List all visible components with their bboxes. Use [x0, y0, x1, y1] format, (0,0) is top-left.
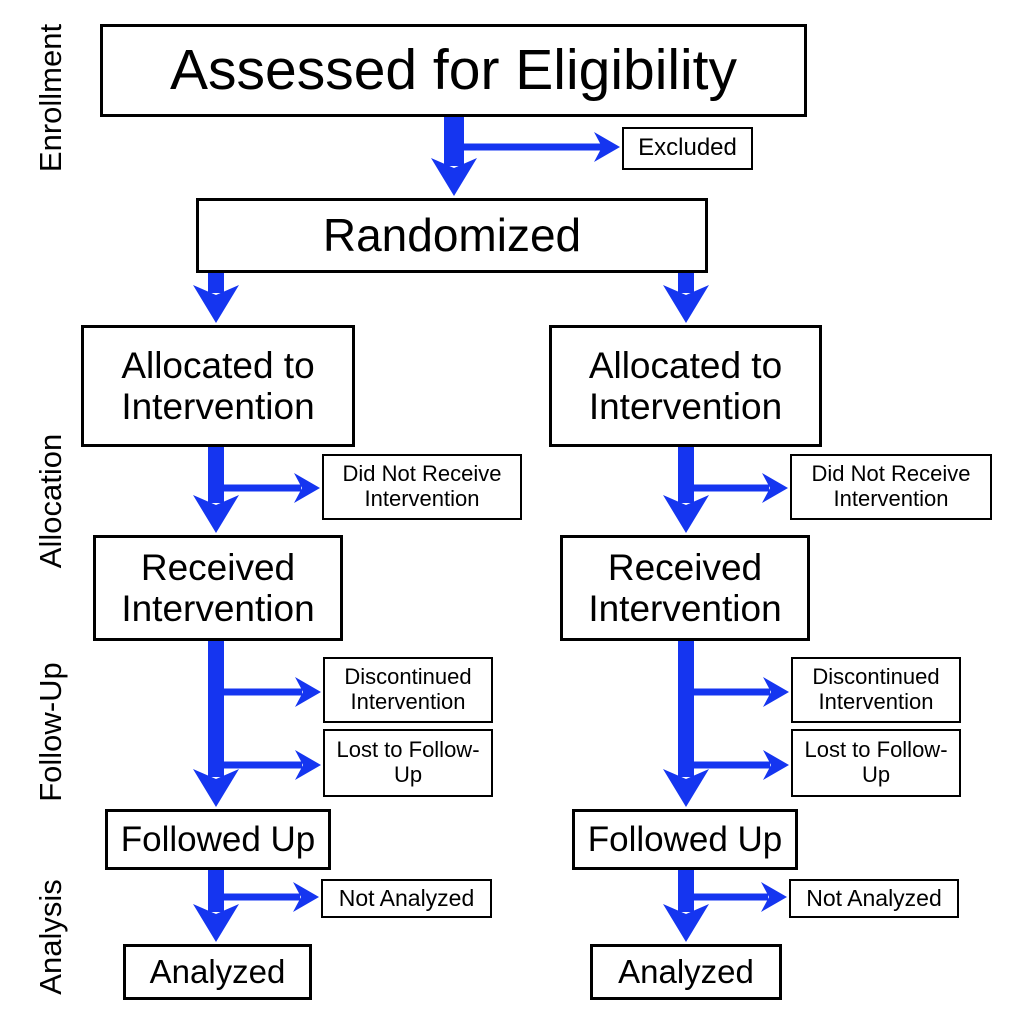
arrow-to-discontinued-right: [686, 677, 789, 707]
arrow-to-did-not-receive-left: [216, 473, 320, 503]
discontinued-intervention-box-right: Discontinued Intervention: [791, 657, 961, 723]
arrow-followed-to-analyzed-right: [663, 870, 709, 942]
allocated-box-left: Allocated to Intervention: [81, 325, 355, 447]
not-analyzed-box-right: Not Analyzed: [789, 879, 959, 918]
not-analyzed-box-left: Not Analyzed: [321, 879, 492, 918]
arrow-to-not-analyzed-left: [216, 882, 319, 912]
stage-label-follow-up: Follow-Up: [33, 662, 68, 802]
arrow-to-not-analyzed-right: [686, 882, 787, 912]
stage-label-allocation: Allocation: [33, 433, 68, 569]
arrow-followed-to-analyzed-left: [193, 870, 239, 942]
discontinued-intervention-box-left: Discontinued Intervention: [323, 657, 493, 723]
received-intervention-box-left: Received Intervention: [93, 535, 343, 641]
lost-to-follow-up-box-left: Lost to Follow-Up: [323, 729, 493, 797]
arrow-to-lost-right: [686, 750, 789, 780]
stage-label-analysis: Analysis: [33, 879, 68, 995]
analyzed-box-left: Analyzed: [123, 944, 312, 1000]
analyzed-box-right: Analyzed: [590, 944, 782, 1000]
stage-label-enrollment: Enrollment: [33, 23, 68, 173]
arrow-randomized-to-allocated-left: [193, 273, 239, 323]
followed-up-box-left: Followed Up: [105, 809, 331, 870]
arrow-assessed-to-randomized: [431, 117, 477, 196]
excluded-box: Excluded: [622, 127, 753, 170]
arrow-randomized-to-allocated-right: [663, 273, 709, 323]
arrow-to-discontinued-left: [216, 677, 321, 707]
arrow-received-to-followed-left: [193, 641, 239, 807]
arrow-to-excluded: [454, 132, 620, 162]
randomized-box: Randomized: [196, 198, 708, 273]
followed-up-box-right: Followed Up: [572, 809, 798, 870]
did-not-receive-box-left: Did Not Receive Intervention: [322, 454, 522, 520]
arrow-to-did-not-receive-right: [686, 473, 788, 503]
arrow-to-lost-left: [216, 750, 321, 780]
allocated-box-right: Allocated to Intervention: [549, 325, 822, 447]
assessed-for-eligibility-box: Assessed for Eligibility: [100, 24, 807, 117]
did-not-receive-box-right: Did Not Receive Intervention: [790, 454, 992, 520]
lost-to-follow-up-box-right: Lost to Follow-Up: [791, 729, 961, 797]
received-intervention-box-right: Received Intervention: [560, 535, 810, 641]
arrow-received-to-followed-right: [663, 641, 709, 807]
